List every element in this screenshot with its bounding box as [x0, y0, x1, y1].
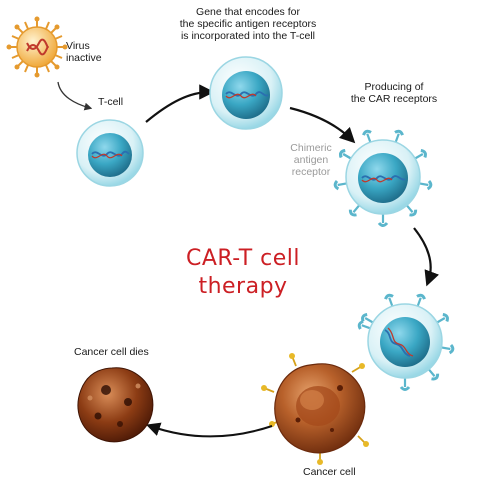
gene-modified-cell-icon — [209, 56, 283, 130]
t-cell-label: T-cell — [98, 96, 124, 108]
diagram-title: CAR-T cell therapy — [168, 245, 318, 301]
chimeric-label-line1: Chimeric — [290, 142, 332, 154]
receptor-head — [348, 209, 357, 217]
receptor-stem — [405, 204, 414, 213]
receptor-stem — [436, 317, 446, 324]
chimeric-label-line3: receptor — [291, 166, 331, 178]
producing-label-line1: Producing of — [364, 81, 424, 93]
receptor-head — [448, 344, 455, 355]
chimeric-label: Chimeric antigen receptor — [281, 142, 341, 178]
gene-label-line2: the specific antigen receptors — [179, 18, 317, 30]
arrow-car-to-attack — [413, 227, 439, 287]
receptor-head — [339, 149, 346, 159]
virus-label-line2: inactive — [66, 52, 102, 64]
gene-label-line1: Gene that encodes for — [196, 6, 300, 18]
receptor-stem — [394, 133, 400, 143]
receptor-head — [420, 149, 427, 159]
cancer-cell-label: Cancer cell — [303, 466, 356, 478]
receptor-stem — [361, 324, 371, 330]
receptor-stem — [366, 133, 372, 143]
receptor-head — [426, 180, 433, 191]
receptor-head — [333, 180, 340, 191]
arrow-tcell-to-gene — [145, 84, 215, 123]
dead-cancer-cell-icon — [77, 367, 154, 443]
receptor-head — [442, 313, 449, 323]
receptor-head — [362, 129, 372, 136]
t-cell-icon — [76, 119, 144, 187]
title-line2: therapy — [198, 274, 288, 299]
receptor-stem — [419, 182, 429, 187]
producing-label: Producing of the CAR receptors — [342, 81, 446, 105]
receptor-stem — [364, 317, 374, 324]
receptor-stem — [388, 297, 394, 307]
cancer-cell-icon — [261, 353, 369, 465]
receptor-stem — [441, 346, 451, 351]
receptor-head — [394, 129, 404, 136]
virus-icon — [6, 16, 68, 78]
receptor-stem — [352, 204, 361, 213]
car-t-cell-attacking-icon — [357, 293, 455, 391]
virus-label-line1: Virus — [66, 40, 90, 52]
arrow-cancer-to-dies — [146, 422, 273, 438]
gene-label: Gene that encodes for the specific antig… — [166, 6, 330, 42]
receptor-stem — [414, 153, 424, 160]
title-line1: CAR-T cell — [185, 246, 300, 271]
virus-label: Virus inactive — [66, 40, 102, 64]
chimeric-label-line2: antigen — [293, 154, 329, 166]
receptor-head — [431, 373, 440, 381]
receptor-head — [416, 293, 426, 300]
receptor-head — [361, 313, 368, 323]
receptor-head — [377, 221, 389, 227]
receptor-head — [384, 293, 394, 300]
arrow-virus-to-tcell — [57, 81, 93, 111]
receptor-head — [399, 385, 411, 391]
receptor-stem — [416, 297, 422, 307]
receptor-head — [409, 209, 418, 217]
receptor-stem — [342, 153, 352, 160]
receptor-stem — [427, 368, 436, 377]
receptor-stem — [337, 182, 347, 187]
producing-label-line2: the CAR receptors — [350, 93, 438, 105]
car-t-cell-icon — [333, 129, 433, 227]
receptor-head — [357, 320, 364, 330]
gene-label-line3: is incorporated into the T-cell — [180, 30, 316, 42]
cancer-dies-label: Cancer cell dies — [74, 346, 149, 358]
arrow-gene-to-car — [289, 106, 356, 144]
